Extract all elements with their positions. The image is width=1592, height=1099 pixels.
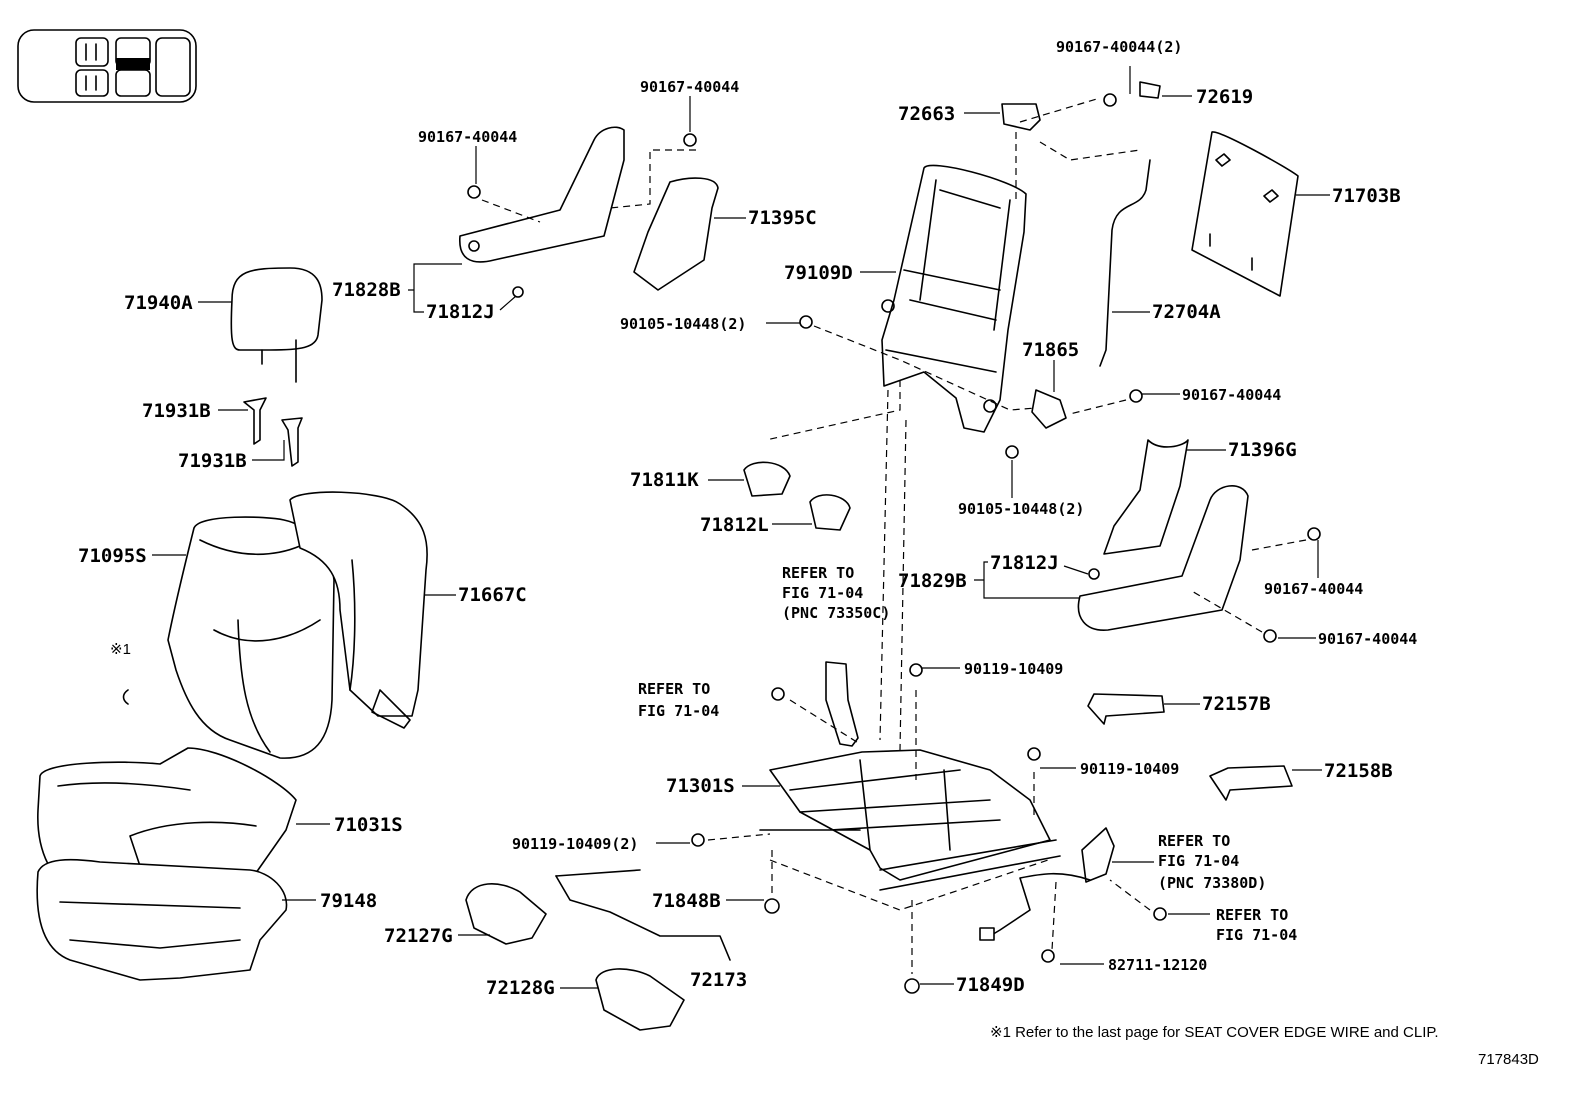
label-90167-40044-top: 90167-40044 — [640, 78, 739, 96]
label-90105-10448-2-top: 90105-10448(2) — [620, 315, 746, 333]
label-90119-10409-a: 90119-10409 — [964, 660, 1063, 678]
svg-text:FIG 71-04: FIG 71-04 — [782, 584, 863, 602]
label-72157B: 72157B — [1202, 693, 1271, 715]
svg-text:REFER TO: REFER TO — [782, 564, 854, 582]
hinge-cover-part — [633, 177, 719, 291]
label-72128G: 72128G — [486, 977, 555, 999]
label-71931B-1: 71931B — [142, 400, 211, 422]
edge-clip-part — [122, 689, 129, 705]
label-90167-40044-left: 90167-40044 — [418, 128, 517, 146]
label-71812L: 71812L — [700, 514, 769, 536]
label-82711-12120: 82711-12120 — [1108, 956, 1207, 974]
figure-code: 717843D — [1478, 1051, 1539, 1068]
harness-wire-part — [989, 872, 1091, 937]
svg-text:(PNC 73380D): (PNC 73380D) — [1158, 874, 1266, 892]
refer-block-fig-71-04-left[interactable]: REFER TO FIG 71-04 — [638, 680, 719, 720]
seatback-pad-part — [289, 491, 428, 729]
lever-cap-part — [1139, 81, 1161, 99]
seatback-cover-part — [167, 516, 335, 759]
label-71849D: 71849D — [956, 974, 1025, 996]
svg-text:(PNC 73350C): (PNC 73350C) — [782, 604, 890, 622]
label-79109D: 79109D — [784, 262, 853, 284]
side-shield-right-part — [1077, 485, 1249, 631]
refer-block-fig-71-04-right[interactable]: REFER TO FIG 71-04 — [1216, 906, 1297, 944]
back-board-part — [1191, 131, 1299, 297]
label-71095S: 71095S — [78, 545, 147, 567]
label-72173: 72173 — [690, 969, 747, 991]
belt-buckle-part — [825, 661, 859, 747]
seatback-frame-part — [881, 164, 1027, 433]
hinge-cap-inner-part — [809, 494, 851, 531]
label-71703B: 71703B — [1332, 185, 1401, 207]
refer-block-73380d[interactable]: REFER TO FIG 71-04 (PNC 73380D) — [1158, 832, 1266, 892]
label-71931B-2: 71931B — [178, 450, 247, 472]
label-90105-10448-2-bot: 90105-10448(2) — [958, 500, 1084, 518]
svg-text:REFER TO: REFER TO — [1158, 832, 1230, 850]
label-71301S: 71301S — [666, 775, 735, 797]
cover-72158b-part — [1209, 765, 1293, 801]
svg-text:REFER TO: REFER TO — [638, 680, 710, 698]
side-shield-part — [459, 126, 625, 263]
label-72127G: 72127G — [384, 925, 453, 947]
label-72704A: 72704A — [1152, 301, 1221, 323]
headrest-guide-part — [243, 397, 303, 467]
label-79148: 79148 — [320, 890, 377, 912]
label-71396G: 71396G — [1228, 439, 1297, 461]
striker-cover-part — [1031, 389, 1067, 429]
assembly-dashed-lines — [481, 97, 1307, 974]
svg-text:FIG 71-04: FIG 71-04 — [1216, 926, 1297, 944]
headrest-part — [230, 267, 323, 383]
label-mark-1: ※1 — [110, 641, 131, 658]
rear-buckle-part — [1081, 827, 1115, 883]
footnote: ※1 Refer to the last page for SEAT COVER… — [990, 1024, 1439, 1041]
cushion-pad-part — [36, 858, 288, 981]
release-cable-part — [1099, 159, 1151, 367]
bolt-icon — [467, 93, 1321, 994]
label-71395C: 71395C — [748, 207, 817, 229]
hinge-cap-part — [743, 461, 791, 497]
label-71811K: 71811K — [630, 469, 699, 491]
label-72619: 72619 — [1196, 86, 1253, 108]
cover-72157b-part — [1087, 693, 1165, 725]
label-90167-40044-mid: 90167-40044 — [1182, 386, 1281, 404]
label-90119-10409-2: 90119-10409(2) — [512, 835, 638, 853]
label-71848B: 71848B — [652, 890, 721, 912]
leader-lines — [152, 66, 1330, 989]
label-90167-40044-right2: 90167-40044 — [1318, 630, 1417, 648]
svg-text:FIG 71-04: FIG 71-04 — [1158, 852, 1239, 870]
hinge-cover-right-part — [1103, 439, 1189, 555]
cover-72128g-part — [595, 968, 685, 1031]
label-71812J-top: 71812J — [426, 301, 495, 323]
svg-text:FIG 71-04: FIG 71-04 — [638, 702, 719, 720]
label-71828B: 71828B — [332, 279, 401, 301]
label-90119-10409-b: 90119-10409 — [1080, 760, 1179, 778]
svg-text:REFER TO: REFER TO — [1216, 906, 1288, 924]
label-71031S: 71031S — [334, 814, 403, 836]
label-90167-40044-2: 90167-40044(2) — [1056, 38, 1182, 56]
label-72663: 72663 — [898, 103, 955, 125]
label-90167-40044-right: 90167-40044 — [1264, 580, 1363, 598]
label-71865: 71865 — [1022, 339, 1079, 361]
release-lever-part — [1001, 103, 1041, 131]
seat-locator-icon — [17, 29, 197, 103]
rod-72173-part — [555, 875, 731, 961]
refer-block-73350c[interactable]: REFER TO FIG 71-04 (PNC 73350C) — [782, 564, 890, 622]
label-71829B: 71829B — [898, 570, 967, 592]
label-71940A: 71940A — [124, 292, 193, 314]
cover-72127g-part — [465, 883, 547, 945]
label-72158B: 72158B — [1324, 760, 1393, 782]
seat-frame-part — [759, 749, 1061, 891]
label-71812J-bot: 71812J — [990, 552, 1059, 574]
connector-part — [979, 927, 995, 941]
label-71667C: 71667C — [458, 584, 527, 606]
